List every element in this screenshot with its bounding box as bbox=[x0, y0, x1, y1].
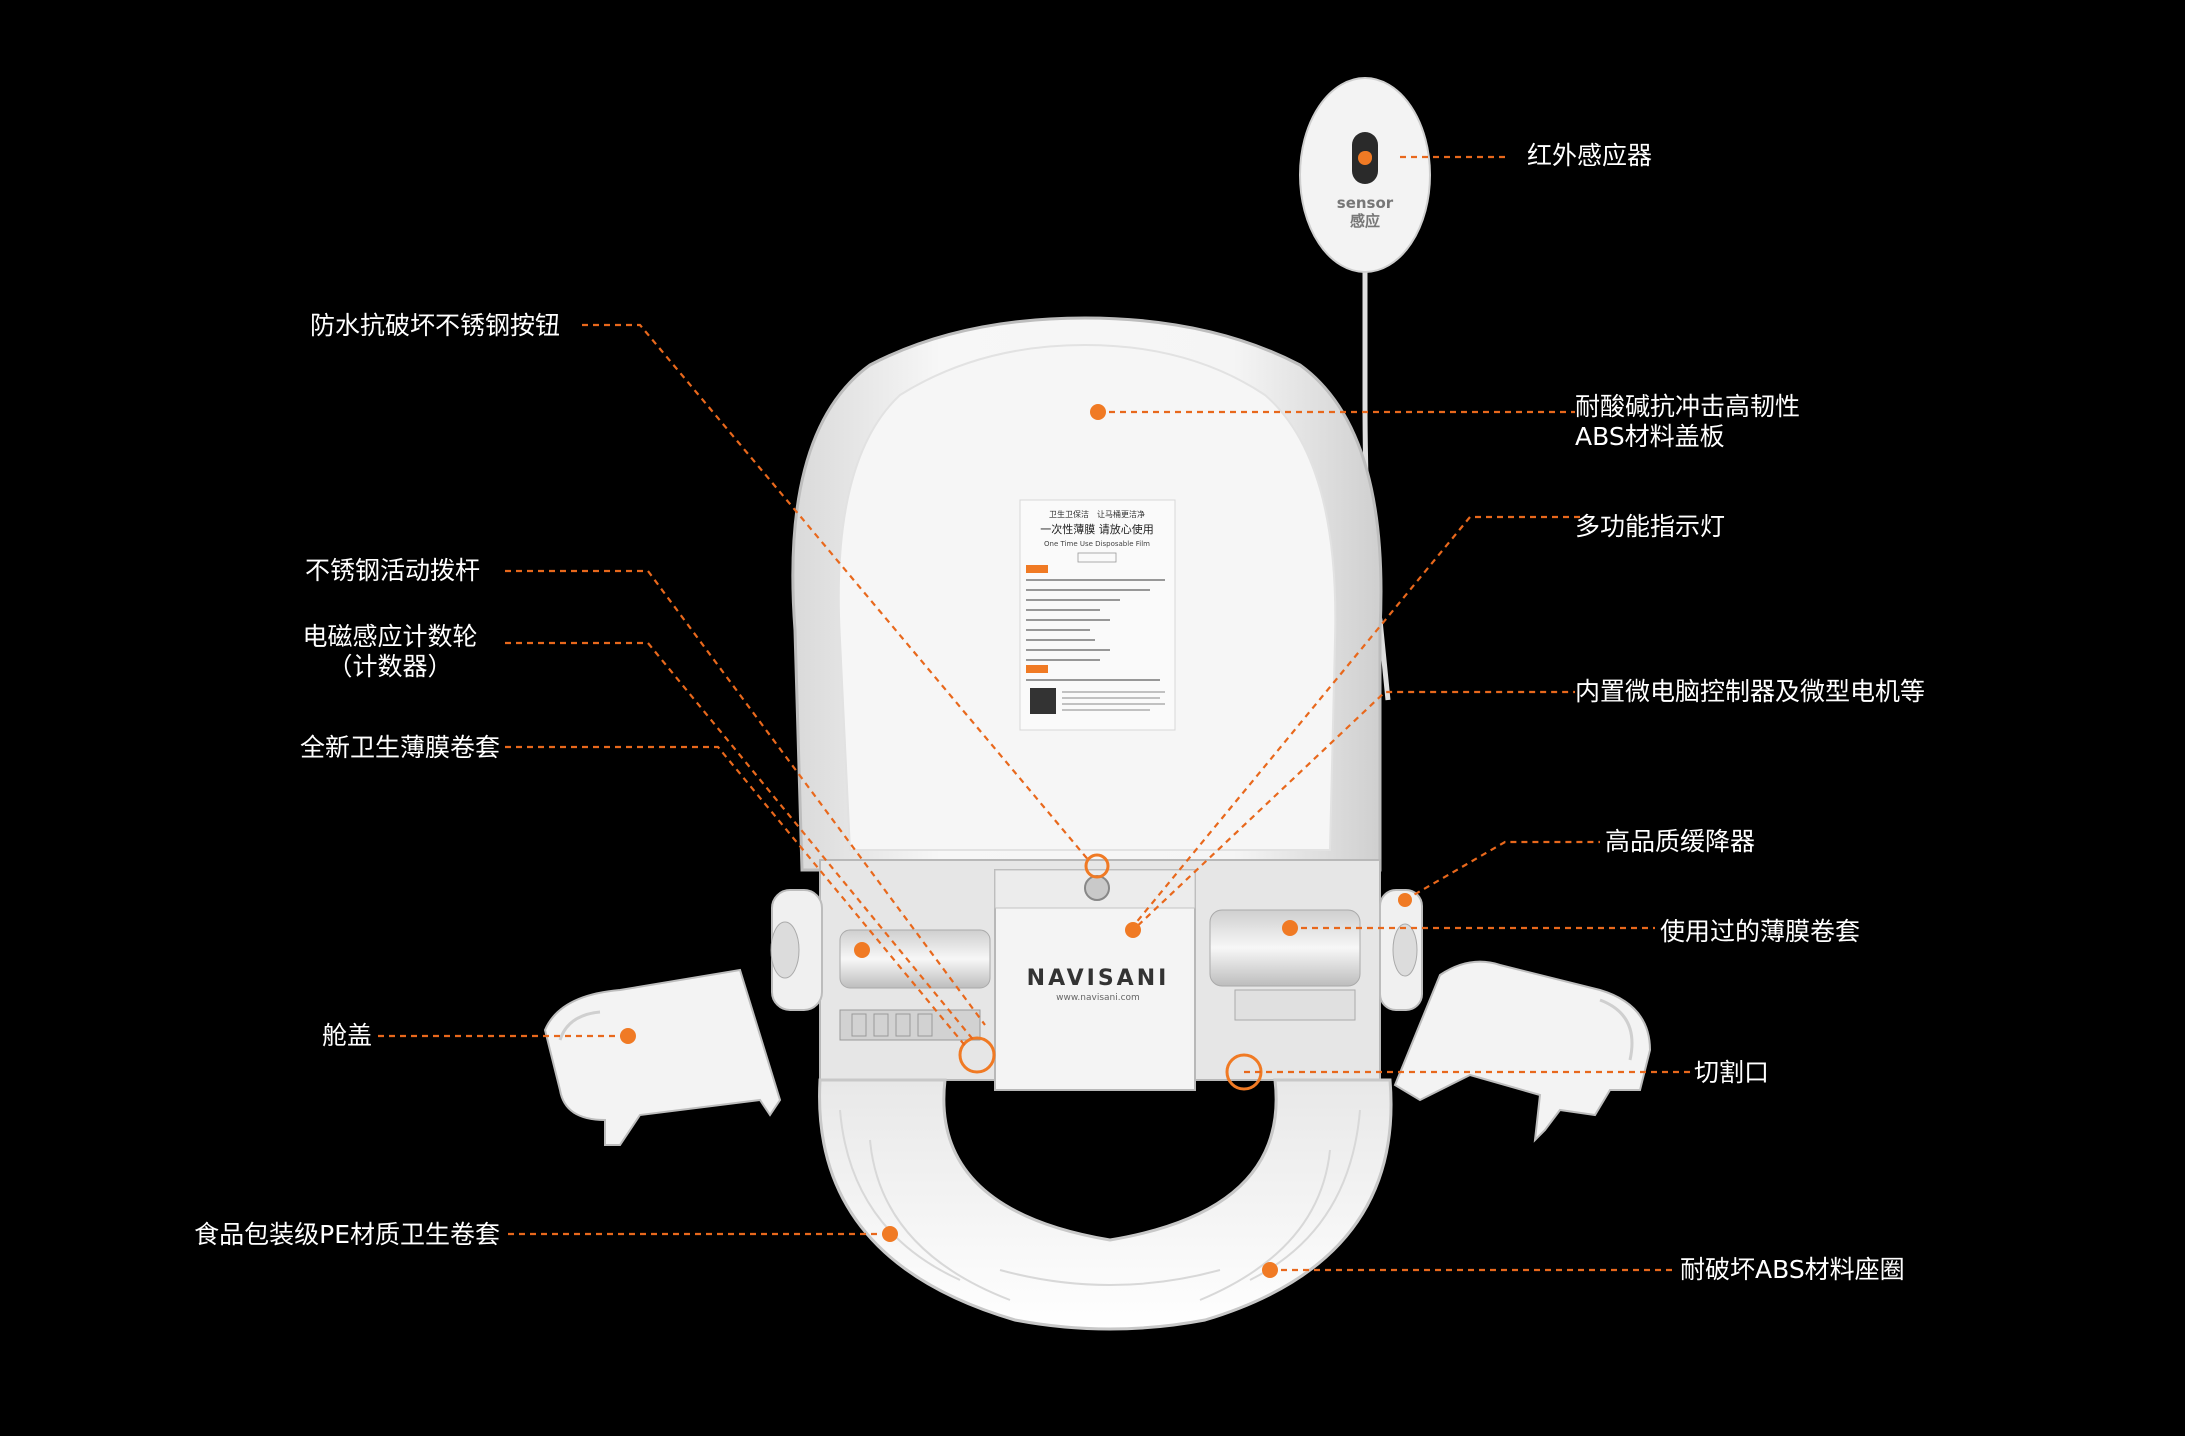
cabin-cover-left bbox=[543, 968, 782, 1146]
infrared-sensor-unit: sensor 感应 bbox=[1299, 77, 1431, 701]
label-waterproof-button: 防水抗破坏不锈钢按钮 bbox=[309, 311, 560, 340]
label-counter-wheel-line2: （计数器） bbox=[327, 652, 453, 681]
label-used-film-roll: 使用过的薄膜卷套 bbox=[1660, 917, 1861, 946]
dot-used-roll bbox=[1282, 920, 1298, 936]
label-new-film-roll: 全新卫生薄膜卷套 bbox=[299, 733, 500, 762]
dot-cabin-cover bbox=[620, 1028, 636, 1044]
dot-pe-film bbox=[882, 1226, 898, 1242]
label-pe-film: 食品包装级PE材质卫生卷套 bbox=[194, 1220, 500, 1249]
label-abs-lid-line1: 耐酸碱抗冲击高韧性 bbox=[1575, 392, 1801, 421]
cabin-cover-right bbox=[1393, 960, 1652, 1143]
stainless-button[interactable] bbox=[1084, 875, 1110, 901]
label-abs-seat-ring: 耐破坏ABS材料座圈 bbox=[1680, 1255, 1905, 1284]
label-cutting-port: 切割口 bbox=[1694, 1058, 1770, 1087]
callout-dots bbox=[620, 151, 1412, 1278]
sticker-subtitle: One Time Use Disposable Film bbox=[1044, 540, 1150, 548]
label-abs-lid-line2: ABS材料盖板 bbox=[1575, 422, 1725, 451]
label-damper: 高品质缓降器 bbox=[1605, 827, 1756, 856]
label-counter-wheel-line1: 电磁感应计数轮 bbox=[302, 622, 478, 651]
dot-controller bbox=[1125, 922, 1141, 938]
button-marker-ring bbox=[1084, 853, 1110, 879]
dot-new-roll bbox=[854, 942, 870, 958]
instruction-sticker: 卫生卫保洁 让马桶更洁净 一次性薄膜 请放心使用 One Time Use Di… bbox=[1019, 499, 1176, 731]
label-controller: 内置微电脑控制器及微型电机等 bbox=[1575, 677, 1926, 706]
sticker-title: 一次性薄膜 请放心使用 bbox=[1040, 522, 1154, 536]
leader-lines bbox=[378, 155, 1690, 1272]
label-indicator-light: 多功能指示灯 bbox=[1575, 512, 1726, 541]
base-housing: NAVISANI www.navisani.com bbox=[770, 859, 1423, 1091]
label-cabin-cover: 舱盖 bbox=[322, 1021, 373, 1050]
dot-lid bbox=[1090, 404, 1106, 420]
dot-seat-ring bbox=[1262, 1262, 1278, 1278]
dot-damper bbox=[1398, 893, 1412, 907]
sticker-slogan: 卫生卫保洁 让马桶更洁净 bbox=[1049, 509, 1145, 519]
seat-ring bbox=[818, 1078, 1393, 1331]
dot-sensor bbox=[1360, 151, 1372, 163]
brand-website: www.navisani.com bbox=[1056, 993, 1140, 1003]
sensor-en-label: sensor bbox=[1337, 194, 1394, 212]
sensor-cn-label: 感应 bbox=[1350, 212, 1380, 230]
brand-logo: NAVISANI bbox=[1027, 966, 1170, 991]
seat-lid: 卫生卫保洁 让马桶更洁净 一次性薄膜 请放心使用 One Time Use Di… bbox=[791, 316, 1383, 872]
label-infrared-sensor: 红外感应器 bbox=[1527, 141, 1653, 170]
counter-marker-ring bbox=[958, 1036, 996, 1074]
label-steel-lever: 不锈钢活动拨杆 bbox=[304, 556, 480, 585]
